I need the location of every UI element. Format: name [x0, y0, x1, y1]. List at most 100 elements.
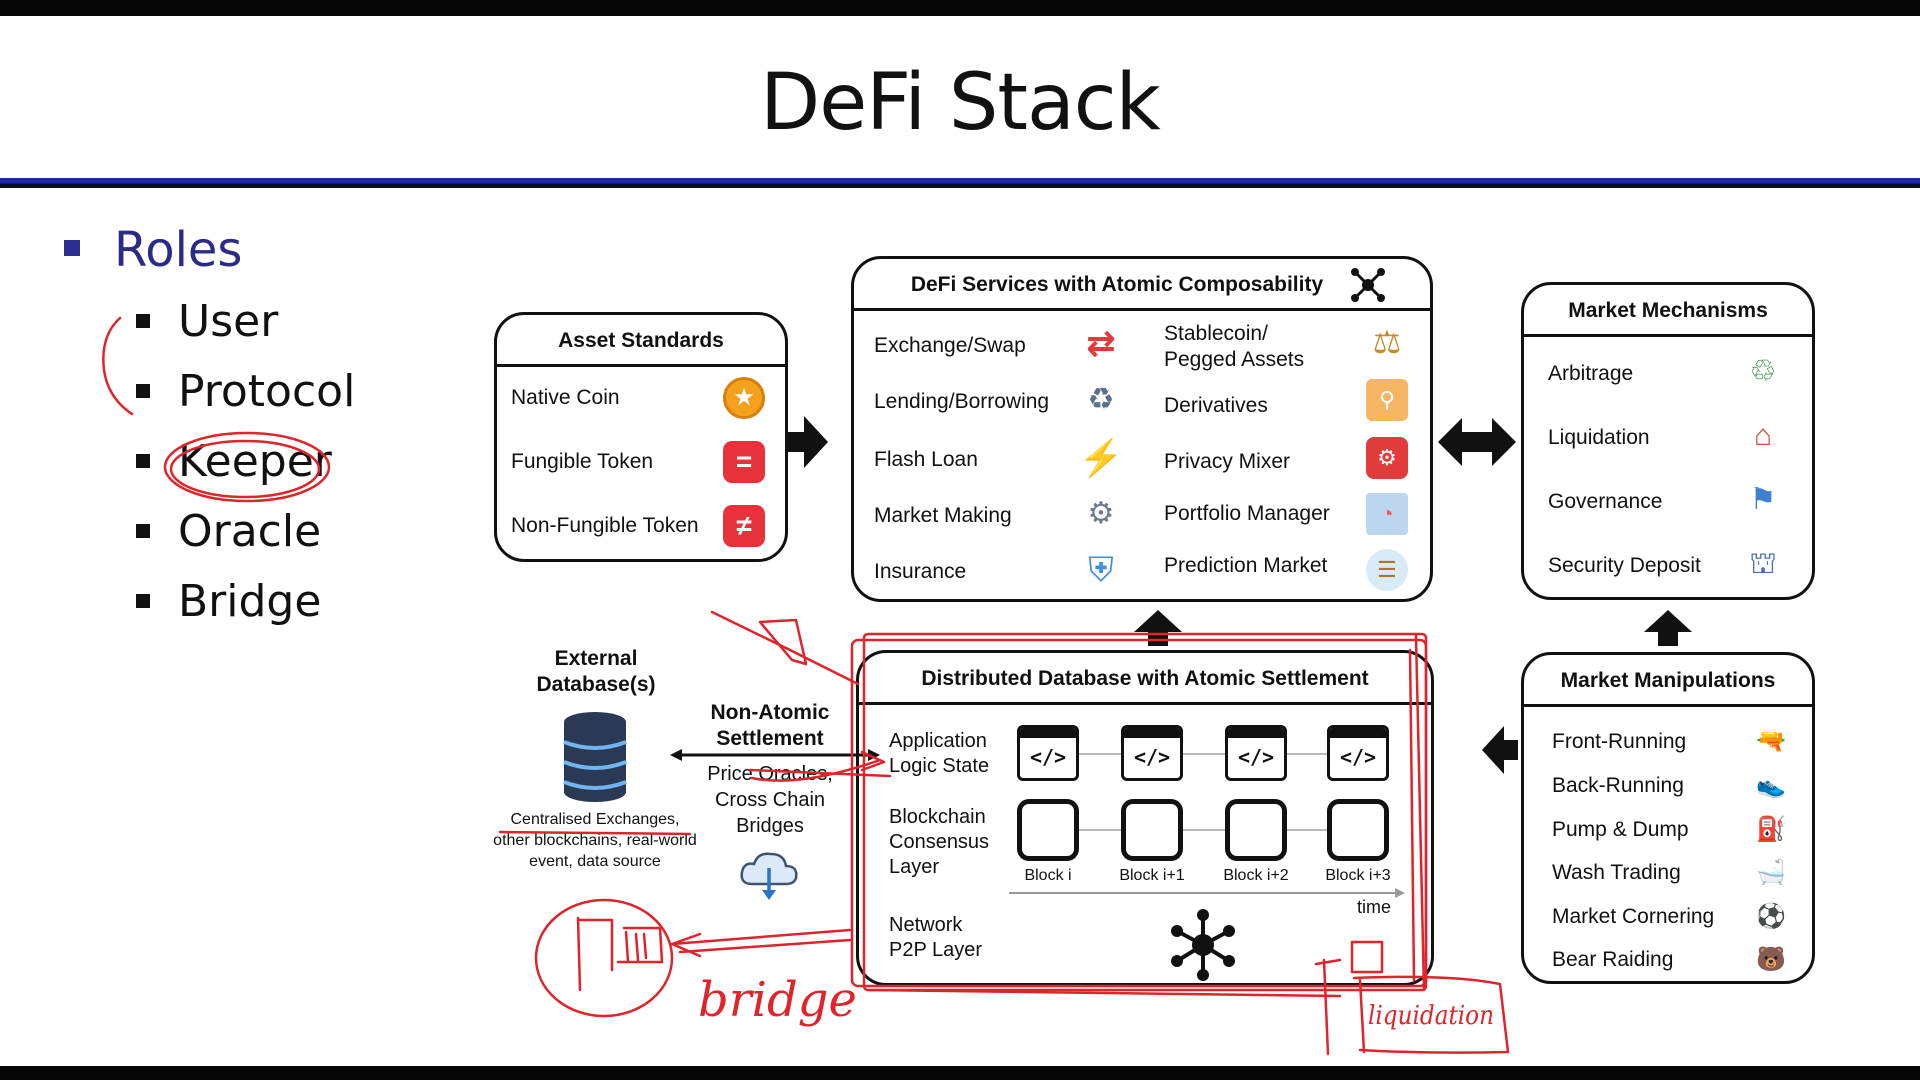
manipulation-pump-dump: Pump & Dump [1552, 818, 1689, 841]
manipulation-market-cornering: Market Cornering [1552, 905, 1715, 928]
block-i-plus-3-label: Block i+3 [1325, 867, 1391, 884]
lending-icon: ♻ [1087, 383, 1115, 416]
currency-cycle-icon: ♲ [1749, 355, 1777, 388]
bear-icon: 🐻 [1756, 946, 1786, 973]
service-flash-loan: Flash Loan [874, 448, 978, 471]
mechanism-liquidation: Liquidation [1548, 426, 1650, 449]
coin-icon: ★ [723, 377, 765, 419]
block-i-plus-2-label: Block i+2 [1223, 867, 1289, 884]
double-arrow-services-mechanisms [1438, 418, 1516, 466]
equals-token-icon: = [723, 441, 765, 483]
service-stablecoin: Stablecoin/ [1164, 322, 1268, 345]
non-atomic-title-1: Non-Atomic [710, 701, 830, 724]
network-layer-label-2: P2P Layer [889, 939, 983, 961]
portfolio-chart-icon: ◔ [1366, 493, 1408, 535]
bottom-frame-bar [0, 1066, 1920, 1080]
house-lock-icon: ⌂ [1753, 419, 1773, 452]
title-divider [0, 178, 1920, 188]
mechanism-arbitrage: Arbitrage [1548, 362, 1634, 385]
bathtub-icon: 🛁 [1756, 859, 1786, 886]
asset-standards-title: Asset Standards [497, 315, 785, 367]
code-icon: </> [1017, 725, 1079, 781]
crystal-ball-icon: ☰ [1366, 549, 1408, 591]
app-layer-label-2: Logic State [889, 755, 990, 777]
arrow-up-db-to-services [1134, 610, 1182, 646]
consensus-layer-label-1: Blockchain [889, 806, 986, 828]
external-db-title-2: Database(s) [536, 673, 656, 696]
balance-scale-icon: ⚖ [1372, 324, 1402, 360]
mechanism-security-deposit: Security Deposit [1548, 554, 1701, 577]
manipulation-back-running: Back-Running [1552, 774, 1684, 797]
market-manipulations-title: Market Manipulations [1524, 655, 1812, 707]
fuel-pump-icon: ⛽ [1756, 816, 1786, 843]
block-i-label: Block i [1024, 867, 1072, 884]
bullet-icon [136, 384, 150, 398]
sneaker-icon: 👟 [1756, 772, 1786, 799]
block-i [1017, 799, 1079, 861]
handshake-icon: ⚑ [1749, 483, 1777, 516]
arrow-up-manipulations-to-mechanisms [1644, 610, 1692, 646]
external-db-title-1: External [554, 647, 638, 670]
distributed-database-box: Distributed Database with Atomic Settlem… [856, 650, 1434, 986]
service-pegged-assets: Pegged Assets [1164, 348, 1305, 371]
bullet-icon [136, 594, 150, 608]
bank-icon: ⛫ [1749, 547, 1777, 580]
asset-item-native-coin: Native Coin [511, 386, 620, 409]
bullet-icon [136, 454, 150, 468]
non-atomic-title-2: Settlement [716, 727, 824, 750]
shield-icon: ⛨ [1088, 551, 1114, 589]
asset-standards-box: Asset Standards Native Coin ★ Fungible T… [494, 312, 788, 562]
defi-services-title: DeFi Services with Atomic Composability [854, 259, 1430, 311]
roles-heading: Roles [114, 222, 243, 278]
market-mechanisms-box: Market Mechanisms Arbitrage ♲ Liquidatio… [1521, 282, 1815, 600]
external-db-desc-1: Centralised Exchanges, [510, 811, 680, 828]
service-lending-borrowing: Lending/Borrowing [874, 390, 1050, 413]
time-label: time [1357, 897, 1392, 917]
manipulation-front-running: Front-Running [1552, 730, 1687, 753]
mixer-icon: ⚙ [1366, 437, 1408, 479]
service-portfolio-manager: Portfolio Manager [1164, 502, 1330, 525]
manipulation-bear-raiding: Bear Raiding [1552, 948, 1674, 971]
derivatives-icon: ⚲ [1366, 379, 1408, 421]
price-oracles-label: Price Oracles, [707, 763, 833, 785]
service-derivatives: Derivatives [1164, 394, 1268, 417]
external-db-desc-2: other blockchains, real-world [493, 832, 697, 849]
mechanism-governance: Governance [1548, 490, 1663, 513]
database-icon [563, 712, 627, 802]
cross-chain-label: Cross Chain [714, 789, 826, 811]
bullet-icon [136, 524, 150, 538]
cloud-download-icon [740, 852, 798, 900]
asset-item-fungible-token: Fungible Token [511, 450, 654, 473]
service-market-making: Market Making [874, 504, 1012, 527]
not-equals-token-icon: ≠ [723, 505, 765, 547]
p2p-network-icon [1171, 909, 1235, 981]
roles-bullet [64, 240, 80, 256]
faucet-icon: ⚙ [1087, 497, 1115, 530]
soccer-ball-icon: ⚽ [1756, 903, 1786, 930]
external-db-desc-3: event, data source [529, 853, 661, 870]
bridges-label: Bridges [736, 815, 804, 837]
network-hub-icon [1351, 268, 1385, 302]
service-privacy-mixer: Privacy Mixer [1164, 450, 1291, 473]
defi-services-box: DeFi Services with Atomic Composability … [851, 256, 1433, 602]
code-icon: </> [1121, 725, 1183, 781]
block-i-plus-3 [1327, 799, 1389, 861]
market-mechanisms-title: Market Mechanisms [1524, 285, 1812, 337]
arrow-left-manipulations-to-db [1482, 726, 1518, 774]
code-icon: </> [1225, 725, 1287, 781]
arrow-right-assets-to-services [786, 416, 828, 468]
swap-arrows-icon: ⇄ [1086, 325, 1116, 363]
block-i-plus-1-label: Block i+1 [1119, 867, 1185, 884]
consensus-layer-label-2: Consensus [889, 831, 990, 853]
asset-item-nft: Non-Fungible Token [511, 514, 699, 537]
block-i-plus-2 [1225, 799, 1287, 861]
water-gun-icon: 🔫 [1756, 728, 1786, 755]
app-layer-label-1: Application [889, 730, 987, 752]
consensus-layer-label-3: Layer [889, 856, 940, 878]
market-manipulations-box: Market Manipulations Front-Running 🔫 Bac… [1521, 652, 1815, 984]
liquidation-annotation-text: liquidation [1368, 1001, 1494, 1031]
block-i-plus-1 [1121, 799, 1183, 861]
lightning-icon: ⚡ [1078, 437, 1124, 478]
distributed-database-title: Distributed Database with Atomic Settlem… [859, 653, 1431, 705]
top-frame-bar [0, 0, 1920, 16]
